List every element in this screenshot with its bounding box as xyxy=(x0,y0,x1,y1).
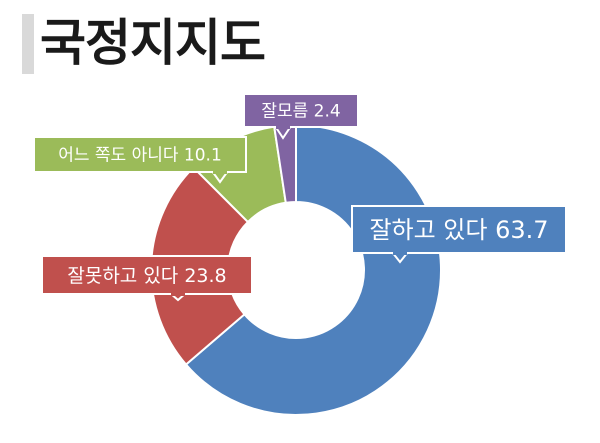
callout-0: 잘하고 있다 63.7 xyxy=(351,205,567,264)
data-label-1: 잘못하고 있다 23.8 xyxy=(67,265,226,287)
callout-seam-3 xyxy=(276,125,290,129)
chart-title: 국정지지도 xyxy=(40,14,266,72)
callout-3: 잘모름 2.4 xyxy=(243,93,359,140)
callout-2: 어느 쪽도 아니다 10.1 xyxy=(33,136,247,184)
callouts: 잘하고 있다 63.7 잘못하고 있다 23.8 어느 쪽도 아니다 10.1 잘모름… xyxy=(33,93,567,302)
callout-seam-1 xyxy=(171,292,185,296)
callout-box-0 xyxy=(351,205,567,254)
callout-box-1 xyxy=(41,255,253,295)
callout-seam-2 xyxy=(213,170,227,174)
callout-box-2 xyxy=(33,136,247,173)
data-label-2: 어느 쪽도 아니다 10.1 xyxy=(58,146,222,166)
callout-seam-0 xyxy=(393,251,407,255)
callout-box-3 xyxy=(243,93,359,128)
callout-1: 잘못하고 있다 23.8 xyxy=(41,255,253,302)
title-accent-bar xyxy=(22,14,34,74)
data-label-0: 잘하고 있다 63.7 xyxy=(369,216,548,244)
data-label-3: 잘모름 2.4 xyxy=(261,102,340,122)
